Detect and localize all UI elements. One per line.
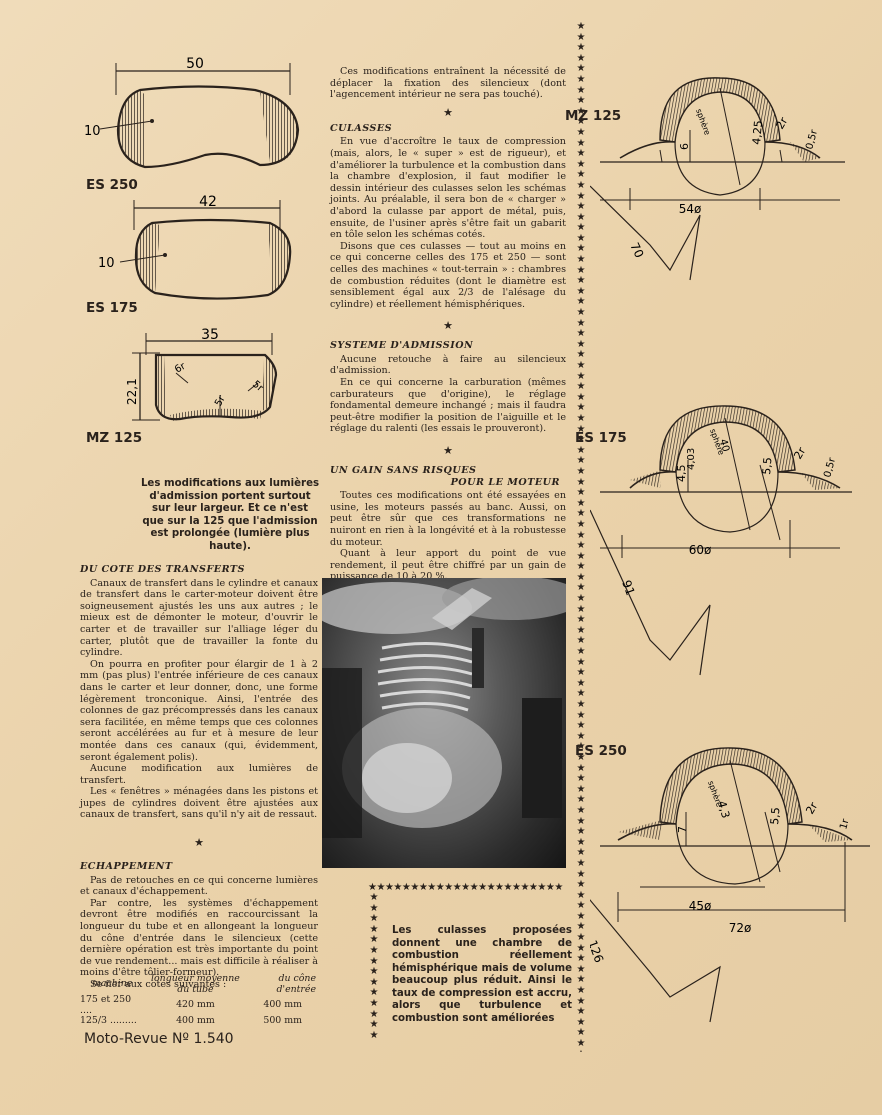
es250-inner-diameter: 45ø [689, 899, 712, 913]
es175-dim-top: 42 [199, 194, 217, 210]
left-column: DU COTE DES TRANSFERTS Canaux de transfe… [80, 564, 318, 991]
engine-photo-shapes [322, 578, 566, 838]
transferts-p2: On pourra en profiter pour élargir de 1 … [80, 658, 318, 763]
transferts-p3: Aucune modification aux lumières de tran… [80, 763, 318, 786]
culasses-heading: CULASSES [330, 122, 393, 134]
mz125-label-right: MZ 125 [565, 108, 622, 124]
mz125-radius-05r: 0,5r [804, 128, 820, 151]
es175-label-right: ES 175 [575, 430, 627, 446]
es250-main-diameter: 72ø [729, 921, 752, 935]
mz125-port-shape [132, 333, 278, 421]
mz125-radius-3: 5r [213, 393, 228, 408]
table-row: 175 et 250 .... 420 mm 400 mm [80, 994, 303, 1016]
spec-header-tube: longueur moyenne du tube [151, 973, 240, 995]
right-caption: Les culasses proposées donnent une chamb… [392, 925, 572, 1024]
es250-head-section [590, 747, 870, 1023]
mz125-dim-side: 22,1 [125, 378, 139, 405]
separator-star: ★ [443, 105, 453, 119]
es250-height-dim: 7 [676, 826, 689, 833]
admission-p2: En ce qui concerne la carburation (mêmes… [330, 377, 566, 435]
es175-diag-dim: 91 [619, 578, 637, 597]
mz125-sphere-label: sphère [694, 107, 713, 136]
es175-head-section [590, 405, 852, 676]
mz125-main-diameter: 54ø [679, 202, 702, 216]
mz125-label-left: MZ 125 [86, 430, 143, 446]
es250-radius-1r: 1r [838, 817, 852, 831]
mz125-diag-dim: 70 [627, 240, 646, 260]
mz125-head-section [590, 77, 845, 281]
culasses-p1: En vue d'accroître le taux de compressio… [330, 136, 566, 241]
gain-heading-2: POUR LE MOTEUR [450, 476, 560, 488]
spec-header-machine: machine [92, 978, 133, 990]
gain-heading-1: UN GAIN SANS RISQUES [330, 465, 477, 477]
echappement-p3: Se fier aux cotes suivantes : [90, 979, 227, 990]
intro-paragraph: Ces modifications entraînent la nécessit… [330, 66, 566, 101]
es175-main-diameter: 60ø [689, 543, 712, 557]
transferts-p4: Les « fenêtres » ménagées dans les pisto… [80, 786, 318, 821]
admission-p1: Aucune retouche à faire au silencieux d'… [330, 353, 566, 377]
es250-dim-side: 10 [84, 124, 101, 139]
es175-dim-side: 10 [98, 256, 115, 271]
es250-dim-top: 50 [186, 56, 204, 72]
transferts-heading: DU COTE DES TRANSFERTS [80, 564, 245, 575]
culasses-p2: Disons que ces culasses — tout au moins … [330, 240, 566, 310]
middle-column: Ces modifications entraînent la nécessit… [330, 66, 566, 583]
echappement-p2: Par contre, les systèmes d'échappement d… [80, 897, 319, 979]
gain-p1: Toutes ces modifications ont été essayée… [330, 490, 566, 548]
es250-port-shape [99, 63, 300, 169]
es250-dim-a: 4,3 [715, 799, 732, 819]
es250-diag-dim: 126 [590, 938, 606, 964]
es250-sphere-label: sphère [706, 779, 725, 808]
left-caption: Les modifications aux lumières d'admissi… [140, 478, 320, 552]
es175-radius-05r: 0,5r [822, 456, 838, 479]
es175-height-dim: 4,5 [675, 465, 688, 483]
footer-issue: Moto-Revue Nº 1.540 [84, 1031, 234, 1047]
es250-radius-dim: 5,5 [768, 807, 782, 826]
mz125-dim-top: 35 [201, 327, 219, 343]
mz125-radius-dim: 4,25 [750, 120, 765, 146]
left-port-diagrams: 50 10 42 10 35 22,1 6r 5r 5r [84, 56, 300, 421]
separator-star: ★ [443, 444, 453, 458]
es175-port-shape [119, 200, 292, 300]
es250-label-right: ES 250 [575, 743, 627, 759]
right-head-diagrams: 54ø 70 6 4,25 2r 0,5r sphère 60ø 91 4,5 … [590, 77, 870, 1023]
engine-photo [322, 578, 566, 868]
separator-star: ★ [443, 319, 453, 333]
gain-p2: Quant à leur apport du point de vue rend… [330, 548, 566, 583]
es250-radius-2r: 2r [803, 800, 820, 817]
es175-label-left: ES 175 [86, 300, 138, 316]
table-row: 125/3 ......... 400 mm 500 mm [80, 1015, 303, 1026]
echappement-heading: ECHAPPEMENT [80, 861, 173, 873]
star-border-horizontal: ★★★★★★★★★★★★★★★★★★★★★★★ [368, 882, 563, 893]
echappement-p1: Pas de retouches en ce qui concerne lumi… [80, 874, 318, 898]
es250-label-left: ES 250 [86, 177, 138, 193]
es175-radius-dim: 5,5 [760, 457, 774, 476]
es175-dim-b: 4,03 [686, 448, 697, 470]
mz125-height-dim: 6 [678, 143, 691, 150]
separator-star: ★ [194, 836, 204, 850]
star-border-caption-left: ★★★★★★★★★★★★★★ [369, 893, 379, 1041]
admission-heading: SYSTEME D'ADMISSION [330, 340, 474, 352]
exhaust-spec-table: machine longueur moyenne du tube du cône… [80, 973, 320, 1027]
transferts-p1: Canaux de transfert dans le cylindre et … [80, 577, 318, 659]
es175-dim-a: 40 [717, 438, 731, 453]
spec-header-cone: du cône d'entrée [276, 973, 316, 995]
star-border-vertical: ★★★★★★★★★★ ★★★★★★★★★★ ★★★★★★★★★★ ★★★★★★★… [576, 22, 586, 1052]
mz125-radius-1: 6r [173, 360, 188, 375]
